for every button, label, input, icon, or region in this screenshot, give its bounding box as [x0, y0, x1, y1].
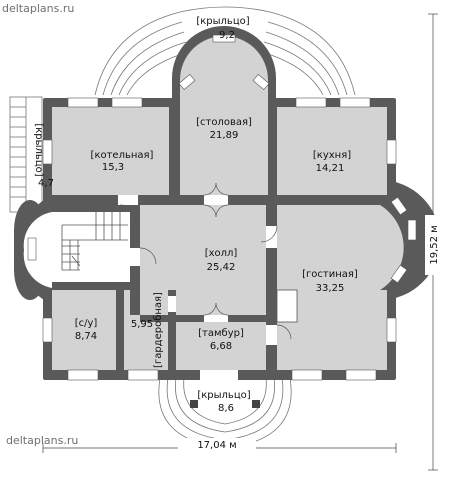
- room-area-holl: 25,42: [207, 262, 236, 273]
- room-name-kotelnaya: [котельная]: [91, 150, 154, 161]
- room-name-tambur: [тамбур]: [198, 328, 244, 339]
- room-name-su: [с/у]: [75, 318, 98, 329]
- room-area-garderobnaya: 5,95: [131, 319, 153, 330]
- door-openings: [118, 195, 277, 380]
- height-dimension-bg: [425, 215, 441, 275]
- width-dimension: 17,04 м: [197, 440, 236, 451]
- room-fills: [52, 36, 404, 370]
- room-area-kukhnya: 14,21: [316, 163, 345, 174]
- room-area-tambur: 6,68: [210, 341, 232, 352]
- left-porch-stair: [9, 96, 43, 213]
- porch-columns: [190, 400, 260, 408]
- porch-left-name: [крыльцо]: [33, 123, 44, 176]
- windows: [27, 34, 417, 381]
- porch-bottom-name: [крыльцо]: [197, 390, 250, 401]
- width-dimension-bg: [178, 438, 256, 452]
- height-dimension: 19,52 м: [429, 225, 440, 264]
- door-swings: [119, 182, 292, 340]
- porch-top-name: [крыльцо]: [196, 16, 249, 27]
- room-name-stolovaya: [столовая]: [196, 117, 252, 128]
- stair-hall: [23, 212, 140, 288]
- porch-left-area: 4,7: [38, 178, 54, 189]
- room-name-gostinaya: [гостиная]: [302, 269, 358, 280]
- porch-top-area: 9,2: [219, 30, 235, 41]
- room-name-garderobnaya: [гардеробная]: [153, 292, 164, 368]
- room-area-stolovaya: 21,89: [210, 130, 239, 141]
- watermark-bottom: deltaplans.ru: [6, 434, 78, 447]
- room-name-kukhnya: [кухня]: [313, 150, 351, 161]
- porch-bottom-area: 8,6: [218, 403, 234, 414]
- watermark: deltaplans.ru: [2, 2, 74, 15]
- room-area-gostinaya: 33,25: [316, 283, 345, 294]
- room-area-kotelnaya: 15,3: [102, 162, 124, 173]
- room-name-holl: [холл]: [205, 248, 238, 259]
- room-area-su: 8,74: [75, 331, 97, 342]
